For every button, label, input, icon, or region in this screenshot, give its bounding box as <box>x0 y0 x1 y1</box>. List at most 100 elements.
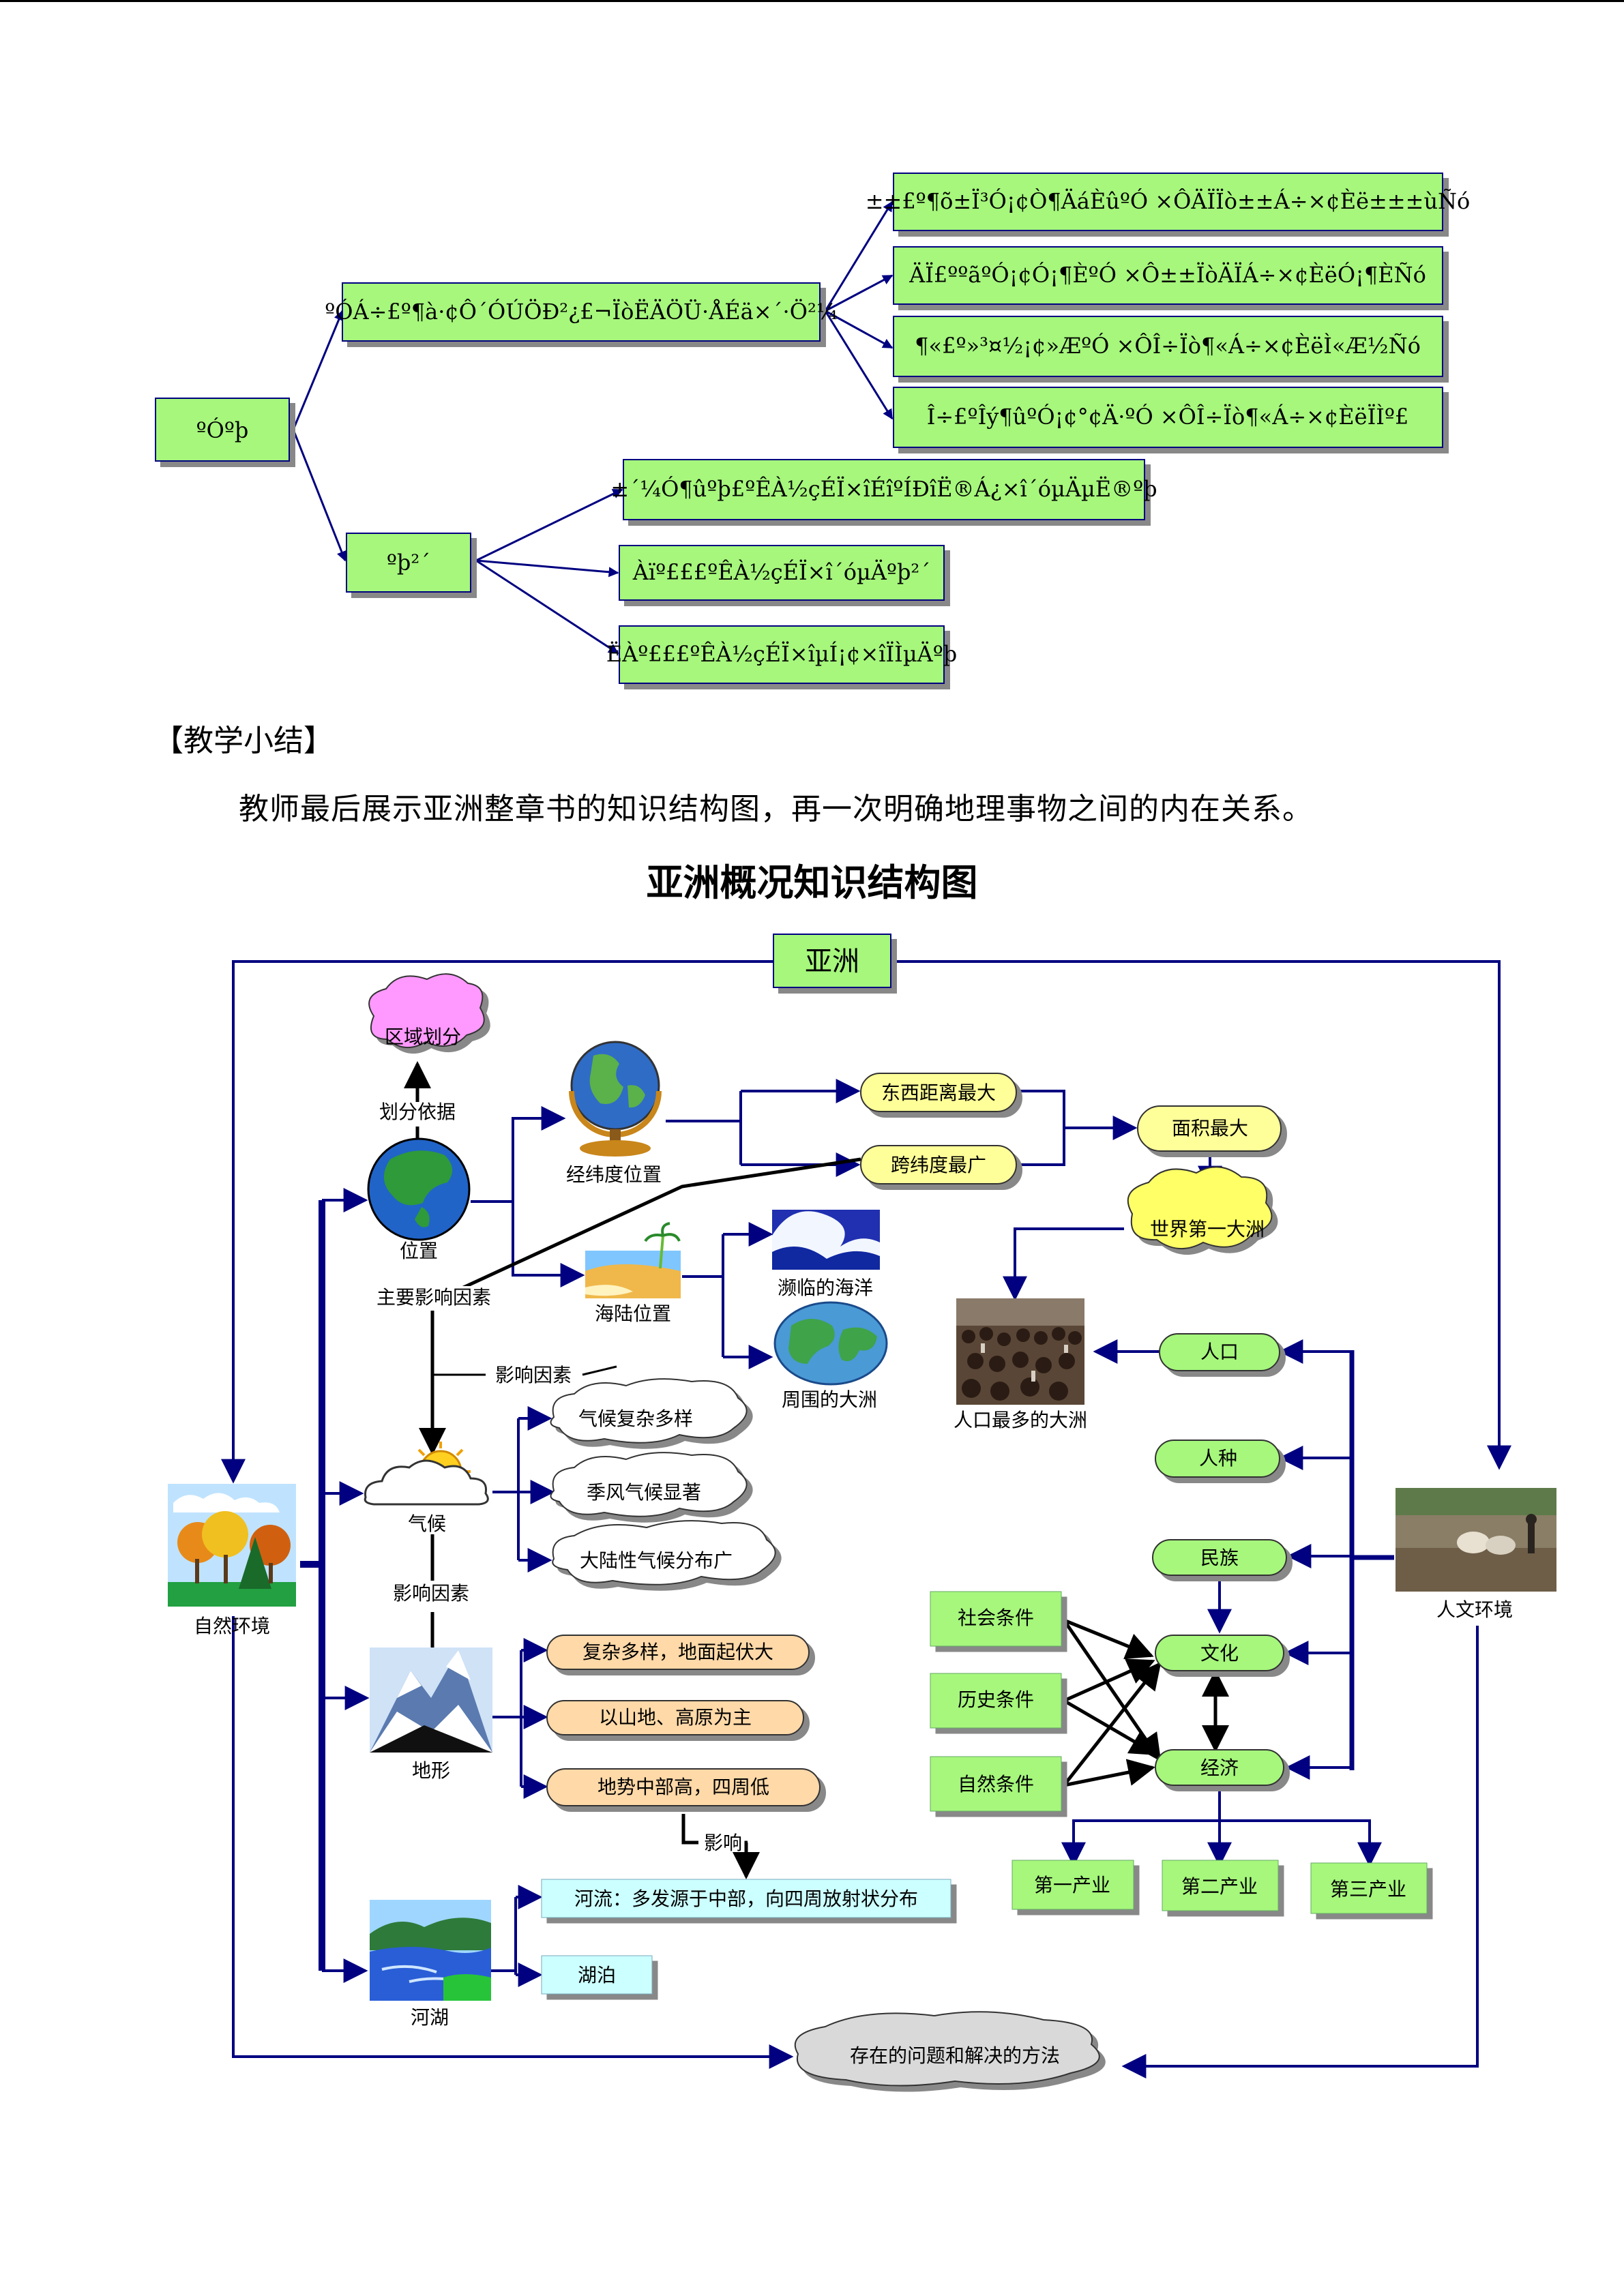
forest-icon <box>168 1484 296 1607</box>
position-label: 位置 <box>400 1240 438 1262</box>
tree-lower-leaf-label: Àïº£££ºÊÀ½çÉÏ×î´óµÄºþ²´ <box>632 559 931 585</box>
pill-terrain <box>546 1700 804 1735</box>
latlon-position-label: 经纬度位置 <box>566 1163 662 1186</box>
surrounding-continents-label: 周围的大洲 <box>782 1388 877 1411</box>
tree-lower-leaf-label: ±´¼Ó¶ûºþ£ºÊÀ½çÉÏ×îÉîºÍÐîË®Á¿×î´óµÄµ­Ë®ºþ <box>610 476 1157 502</box>
lake-label: 湖泊 <box>578 1964 616 1986</box>
tree-root-label: ºÓºþ <box>196 417 249 443</box>
climate-item: 季风气候显著 <box>587 1481 701 1504</box>
tree-lower-leaf-box <box>619 625 945 684</box>
division-basis-label: 划分依据 <box>379 1101 456 1123</box>
pill-economy <box>1155 1749 1284 1786</box>
pill-ns <box>860 1145 1017 1184</box>
tertiary-box <box>1310 1862 1428 1914</box>
human-env-label: 人文环境 <box>1436 1598 1513 1621</box>
pill-ew <box>860 1073 1017 1112</box>
tree-branch-upper-box <box>342 282 821 342</box>
social-cond-box <box>930 1591 1062 1647</box>
tree-branch-lower-box <box>346 533 471 593</box>
climate-clouds <box>550 1378 776 1585</box>
natural-cond-box <box>930 1756 1062 1812</box>
tree-upper-leaf-box <box>893 173 1443 231</box>
influence-factor2-label: 影响因素 <box>393 1582 469 1605</box>
globe-stand-icon <box>569 1041 662 1157</box>
terrain-item: 以山地、高原为主 <box>599 1706 752 1729</box>
summary-paragraph: 教师最后展示亚洲整章书的知识结构图，再一次明确地理事物之间的内在关系。 <box>239 792 1313 826</box>
top-tree-diagram: ºÓºþ ºÓÁ÷£º¶à·¢Ô´ÓÚÖÐ²¿£¬ÏòËÄÖÜ·ÅÉä×´·Ö²… <box>155 173 1471 684</box>
river-lake-icon <box>370 1900 491 2001</box>
ethnicity-label: 民族 <box>1200 1547 1239 1569</box>
culture-label: 文化 <box>1200 1642 1239 1665</box>
largest-continent-cloud: 世界第一大洲 <box>1127 1166 1273 1250</box>
largest-continent-label: 世界第一大洲 <box>1150 1218 1265 1240</box>
race-label: 人种 <box>1199 1447 1237 1470</box>
region-cloud-label: 区域划分 <box>385 1026 461 1048</box>
tree-upper-leaf-label: ¶«£º»³¤½­¡¢»ÆºÓ ×ÔÎ÷Ïò¶«Á÷×¢ÈëÌ«Æ½Ñó <box>915 333 1421 359</box>
pill-area <box>1137 1105 1282 1152</box>
influence-factor-label: 影响因素 <box>495 1364 572 1386</box>
tree-lower-leaf-box <box>619 545 945 601</box>
river-box <box>541 1879 951 1918</box>
world-globe-icon <box>773 1301 888 1386</box>
crowd-photo-icon <box>956 1298 1084 1405</box>
primary-label: 第一产业 <box>1034 1874 1110 1896</box>
ns-widest-label: 跨纬度最广 <box>891 1154 986 1176</box>
top-border <box>0 0 1624 2</box>
climate-item: 大陆性气候分布广 <box>580 1549 733 1572</box>
climate-item: 气候复杂多样 <box>578 1407 693 1430</box>
pill-population <box>1159 1333 1280 1371</box>
pill-terrain <box>546 1768 821 1806</box>
ew-longest-label: 东西距离最大 <box>881 1082 996 1104</box>
adjacent-oceans-label: 濒临的海洋 <box>778 1277 873 1299</box>
problems-cloud: 存在的问题和解决的方法 <box>794 2011 1100 2087</box>
tree-upper-leaf-box <box>893 316 1443 377</box>
sun-cloud-icon <box>364 1442 489 1506</box>
history-cond-label: 历史条件 <box>958 1688 1034 1711</box>
tree-branch-lower-label: ºþ²´ <box>387 550 430 576</box>
wave-icon <box>772 1210 880 1270</box>
pill-terrain <box>546 1635 810 1670</box>
population-label: 人口 <box>1200 1341 1239 1363</box>
map-black-connectors <box>404 1061 1229 1879</box>
tree-upper-leaf-box <box>893 246 1443 305</box>
terrain-label: 地形 <box>412 1759 450 1782</box>
pill-ethnicity <box>1152 1539 1287 1576</box>
river-label: 河流：多发源于中部，向四周放射状分布 <box>574 1888 918 1910</box>
lake-box <box>541 1955 653 1995</box>
social-cond-label: 社会条件 <box>958 1607 1034 1629</box>
concept-map: 亚洲 区域划分 世界第一大洲 气候复杂多样 季风气候显著 大陆性气候分布广 存在… <box>168 934 1556 2087</box>
region-cloud: 区域划分 <box>368 973 485 1049</box>
terrain-item: 复杂多样，地面起伏大 <box>582 1641 773 1663</box>
rivers-lakes-label: 河湖 <box>411 2006 449 2029</box>
natural-env-label: 自然环境 <box>194 1615 270 1637</box>
natural-cond-label: 自然条件 <box>958 1773 1034 1795</box>
pill-culture <box>1155 1635 1284 1671</box>
tree-upper-leaf-label: Î÷£ºÎý¶ûºÓ¡¢°¢Ä·ºÓ ×ÔÎ÷Ïò¶«Á÷×¢ÈëÏÌº£ <box>927 404 1409 430</box>
most-populous-label: 人口最多的大洲 <box>954 1409 1087 1431</box>
tree-lower-leaf-label: ËÀº£££ºÊÀ½çÉÏ×îµÍ¡¢×îÏÌµÄºþ <box>606 641 958 667</box>
landsea-position-label: 海陆位置 <box>595 1302 671 1325</box>
beach-icon <box>585 1222 681 1298</box>
climate-label: 气候 <box>408 1512 446 1535</box>
tree-upper-leaf-box <box>893 387 1443 448</box>
terrain-item: 地势中部高，四周低 <box>597 1776 769 1798</box>
secondary-box <box>1162 1860 1279 1911</box>
chart-title: 亚洲概况知识结构图 <box>646 861 978 904</box>
farm-oxen-photo-icon <box>1396 1488 1556 1592</box>
main-factor-label: 主要影响因素 <box>377 1286 491 1309</box>
influence-label: 影响 <box>704 1832 742 1854</box>
tree-upper-leaf-label: ±±£º¶õ±Ï³Ó¡¢Ò¶ÄáÈûºÓ ×ÔÄÏÏò±±Á÷×¢Èë±±±ùÑ… <box>866 188 1471 214</box>
pill-race <box>1155 1440 1280 1478</box>
problems-label: 存在的问题和解决的方法 <box>850 2044 1060 2067</box>
tertiary-label: 第三产业 <box>1330 1878 1406 1900</box>
tree-root-box <box>155 398 290 462</box>
tree-lower-leaf-box <box>623 459 1145 520</box>
asia-globe-icon <box>367 1137 471 1241</box>
map-connectors <box>221 960 1511 2078</box>
center-box <box>773 934 891 988</box>
center-label: 亚洲 <box>805 946 859 977</box>
snow-mountain-icon <box>370 1648 492 1753</box>
tree-branch-upper-label: ºÓÁ÷£º¶à·¢Ô´ÓÚÖÐ²¿£¬ÏòËÄÖÜ·ÅÉä×´·Ö²¼ <box>325 299 838 325</box>
economy-label: 经济 <box>1200 1757 1239 1779</box>
